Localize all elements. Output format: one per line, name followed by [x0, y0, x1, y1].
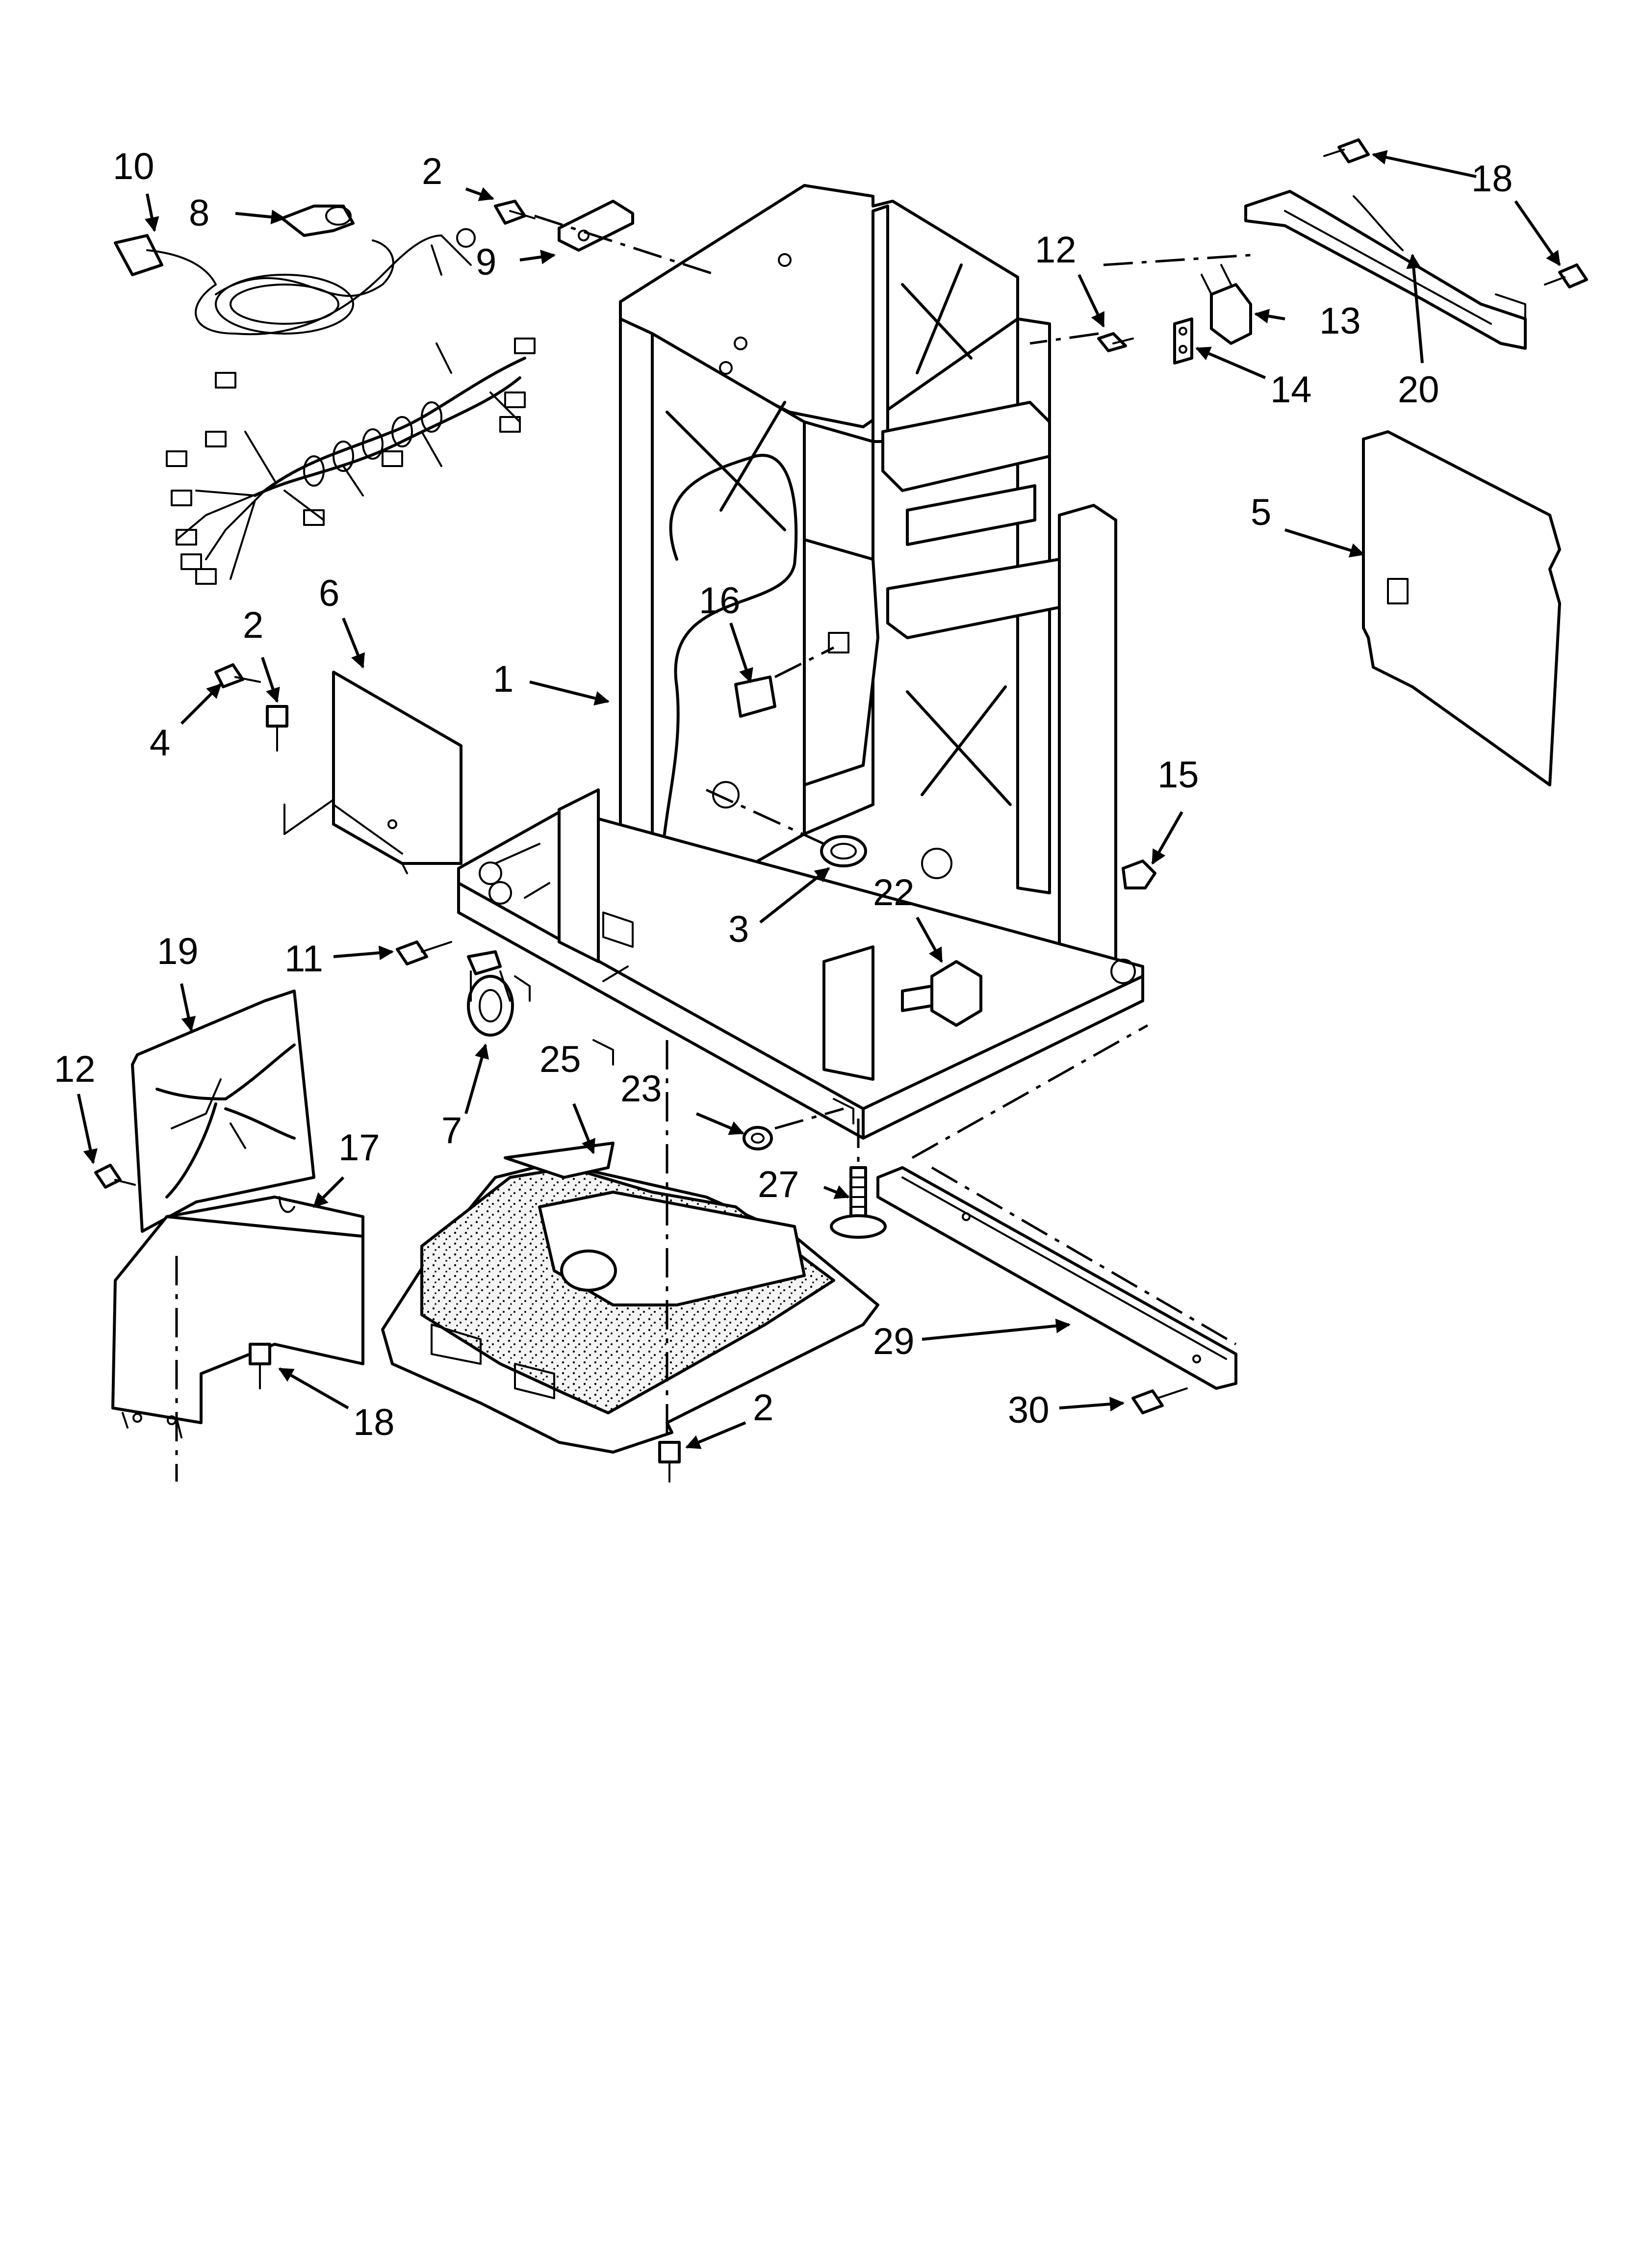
callout-1: 1 [493, 658, 513, 700]
callout-20: 20 [1398, 369, 1439, 411]
callout-12: 12 [54, 1048, 96, 1090]
callout-18: 18 [1471, 158, 1513, 200]
callout-10: 10 [113, 146, 154, 187]
panel-19 [131, 990, 315, 1233]
callout-2: 2 [422, 151, 442, 192]
callout-29: 29 [873, 1321, 915, 1362]
callout-labels: 10 8 2 9 12 18 13 14 20 5 6 2 4 1 16 15 … [54, 146, 1513, 1443]
wiring-harness [166, 338, 536, 585]
screw-18-a [1323, 138, 1370, 163]
callout-5: 5 [1251, 492, 1271, 533]
callout-4: 4 [150, 722, 170, 764]
callout-15: 15 [1157, 754, 1199, 796]
screw-18-b [1544, 263, 1588, 288]
screw-2-left [266, 705, 288, 752]
strain-relief [281, 205, 355, 237]
cover-17 [111, 1196, 364, 1438]
nut-15 [1122, 860, 1156, 889]
screw-18-cover [249, 1343, 271, 1389]
switch-16 [734, 676, 776, 718]
screw-11 [396, 940, 452, 965]
callout-8: 8 [189, 192, 209, 234]
rail-20 [1244, 190, 1527, 350]
bracket-9 [558, 200, 634, 252]
callout-27: 27 [758, 1164, 799, 1205]
callout-30: 30 [1008, 1389, 1050, 1431]
callout-2: 2 [243, 604, 263, 646]
callout-12: 12 [1035, 229, 1077, 271]
power-cord [114, 228, 476, 336]
callout-23: 23 [620, 1068, 662, 1110]
shield-6 [283, 671, 462, 874]
valve-22 [901, 960, 982, 1027]
leveling-leg-27 [830, 1166, 887, 1239]
screw-12-top [1097, 332, 1134, 352]
screw-2-bottom [658, 1441, 681, 1483]
callout-25: 25 [539, 1039, 581, 1080]
screw-4 [214, 663, 261, 688]
callout-22: 22 [873, 872, 915, 913]
switch-13 [1201, 264, 1252, 345]
callout-9: 9 [476, 241, 496, 283]
base-pan-25 [381, 1142, 879, 1454]
cabinet-frame [619, 184, 1117, 1012]
side-panel-5 [1362, 430, 1561, 786]
callout-2: 2 [753, 1387, 773, 1429]
callout-18: 18 [353, 1402, 395, 1443]
callout-17: 17 [338, 1127, 380, 1169]
callout-3: 3 [728, 909, 749, 950]
leader-lines [77, 150, 1561, 1449]
screw-30 [1131, 1387, 1188, 1414]
callout-11: 11 [284, 938, 323, 980]
bracket-14 [1173, 317, 1193, 365]
caster-7 [467, 950, 514, 1037]
callout-19: 19 [157, 931, 199, 972]
screw-12-left [94, 1164, 136, 1189]
callout-6: 6 [319, 573, 339, 614]
grommet-3 [820, 835, 867, 867]
callout-7: 7 [441, 1110, 462, 1151]
callout-14: 14 [1270, 369, 1312, 411]
screw-2-top [494, 200, 536, 225]
callout-16: 16 [699, 580, 741, 622]
rail-29 [876, 1166, 1237, 1390]
cabinet-base [457, 788, 1144, 1140]
callout-13: 13 [1319, 300, 1361, 342]
nut-23 [743, 1126, 773, 1150]
